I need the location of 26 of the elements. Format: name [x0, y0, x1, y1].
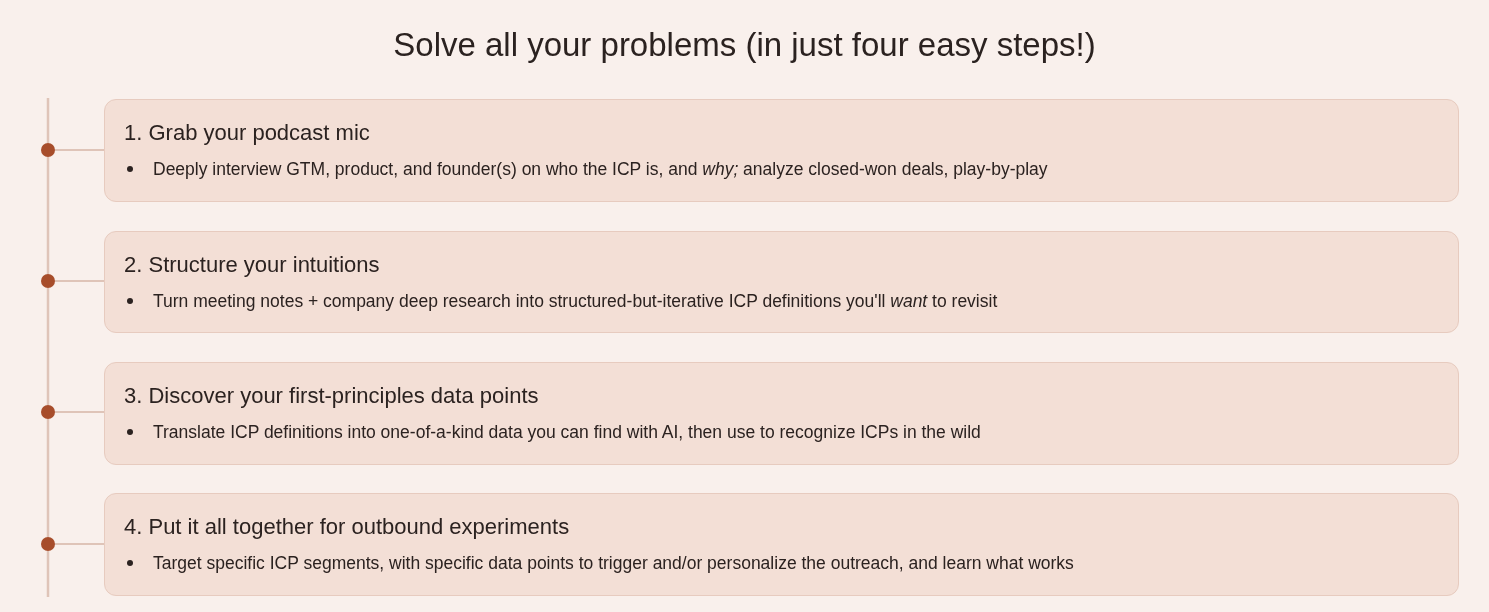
timeline-line: [46, 551, 50, 597]
timeline-line: [46, 157, 50, 274]
connector-line: [54, 411, 105, 413]
step-description: Translate ICP definitions into one-of-a-kind data you can find with AI, then use to recognize ICPs in the wild: [153, 422, 981, 442]
timeline-line: [46, 419, 50, 537]
connector-line: [54, 149, 105, 151]
step-card: [104, 362, 1459, 465]
step-description: Target specific ICP segments, with specific data points to trigger and/or personalize the outreach, and learn what works: [153, 553, 1074, 573]
timeline-dot: [41, 274, 55, 288]
connector-line: [54, 280, 105, 282]
step-heading: 1. Grab your podcast mic: [124, 120, 370, 146]
timeline-dot: [41, 537, 55, 551]
step-card: [104, 99, 1459, 202]
step-card: [104, 231, 1459, 333]
step-heading: 2. Structure your intuitions: [124, 252, 380, 278]
timeline-dot: [41, 405, 55, 419]
connector-line: [54, 543, 105, 545]
diagram-title: Solve all your problems (in just four easy steps!): [393, 26, 1096, 64]
timeline-line: [46, 98, 50, 143]
timeline-dot: [41, 143, 55, 157]
timeline-line: [46, 288, 50, 405]
step-card: [104, 493, 1459, 596]
step-heading: 4. Put it all together for outbound experiments: [124, 514, 570, 540]
step-heading: 3. Discover your first-principles data points: [124, 383, 539, 409]
step-description: Deeply interview GTM, product, and founder(s) on who the ICP is, and why; analyze closed-won deals, play-by-play: [153, 159, 1048, 179]
step-description: Turn meeting notes + company deep research into structured-but-iterative ICP definitions you'll want to revisit: [153, 291, 998, 311]
